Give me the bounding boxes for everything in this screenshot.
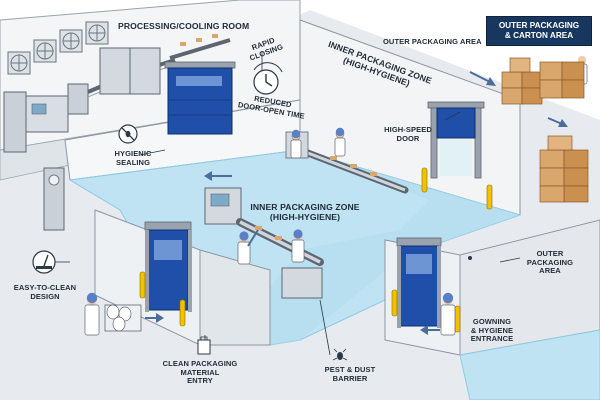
bag-icon	[197, 336, 211, 355]
worker-4	[291, 229, 305, 263]
fan-1	[7, 51, 31, 75]
easy-clean-line-2: DESIGN	[30, 291, 60, 301]
high-speed-door-top-right	[427, 101, 485, 179]
pest-icon	[332, 348, 348, 361]
outer-carton-title-box: OUTER PACKAGING & CARTON AREA	[486, 16, 592, 46]
cooling-fan-units	[7, 21, 109, 75]
high-speed-door-line-1: HIGH-SPEED	[384, 125, 432, 134]
outer-right-floor	[459, 329, 600, 400]
outer-area-right-line-3: AREA	[539, 266, 561, 276]
gowning-line-3: ENTRANCE	[470, 334, 514, 344]
leader-high-speed	[444, 111, 461, 121]
squeegee-icon	[32, 250, 56, 274]
outer-area-top-label: OUTER PACKAGING AREA	[383, 37, 482, 46]
clean-material-line-1: CLEAN PACKAGING	[162, 359, 238, 368]
carton-stacks	[501, 57, 589, 203]
fan-2	[33, 39, 57, 63]
worker-1	[290, 129, 302, 159]
outer-carton-line-1: OUTER PACKAGING	[498, 20, 580, 30]
carton-stack-1	[501, 57, 543, 105]
gowning-line-2: & HYGIENE	[470, 325, 514, 335]
leader-pest	[319, 299, 331, 356]
processing-room-label: PROCESSING/COOLING ROOM	[118, 21, 250, 31]
inner-zone-center-line-1: INNER PACKAGING ZONE	[250, 202, 360, 212]
easy-clean-line-1: EASY-TO-CLEAN	[13, 283, 77, 292]
pest-barrier-label: PEST & DUST BARRIER	[318, 365, 382, 383]
safety-bollards	[139, 167, 493, 333]
easy-clean-label: EASY-TO-CLEAN DESIGN	[10, 283, 80, 301]
arrowhead-2	[156, 313, 164, 323]
flow-arrows	[145, 71, 568, 335]
outer-area-marker-icon	[468, 256, 472, 260]
outer-carton-line-2: & CARTON AREA	[504, 31, 574, 40]
clean-material-label: CLEAN PACKAGING MATERIAL ENTRY	[158, 359, 242, 386]
pest-barrier-line-2: BARRIER	[332, 373, 368, 383]
carton-stack-3	[539, 135, 589, 203]
leader-outer	[499, 257, 521, 263]
material-cart	[104, 304, 142, 332]
arrowhead-3	[420, 325, 428, 335]
workers	[84, 56, 588, 336]
worker-5	[84, 292, 100, 336]
clean-material-line-2: MATERIAL	[180, 367, 220, 377]
fan-4	[85, 21, 109, 45]
no-pest-icon	[118, 124, 138, 144]
hygienic-sealing-line-2: SEALING	[115, 157, 151, 167]
high-speed-door-top-left	[164, 61, 236, 135]
arrowhead-5	[558, 119, 568, 127]
clean-material-line-3: ENTRY	[187, 376, 213, 386]
arrowhead-1	[204, 171, 212, 181]
gowning-label: GOWNING & HYGIENE ENTRANCE	[460, 317, 524, 344]
processing-machines	[3, 34, 231, 231]
packaging-conveyor-center	[204, 187, 324, 299]
high-speed-door-right	[396, 237, 442, 328]
high-speed-door-label: HIGH-SPEED DOOR	[378, 125, 438, 143]
outer-area-right-label: OUTER PACKAGING AREA	[520, 249, 580, 276]
clock-icon	[253, 62, 283, 95]
leader-hygienic	[139, 149, 166, 156]
fan-3	[59, 29, 83, 53]
outer-area-right-line-1: OUTER	[536, 249, 564, 258]
worker-6	[440, 292, 456, 336]
high-speed-door-line-2: DOOR	[396, 133, 420, 143]
outer-area-right-line-2: PACKAGING	[526, 257, 574, 267]
worker-3	[237, 231, 251, 265]
arrow-center-down	[247, 229, 259, 247]
arrowhead-4	[486, 77, 496, 86]
hygienic-sealing-line-1: HYGIENIC	[114, 149, 152, 158]
inner-zone-center-line-2: (HIGH-HYGIENE)	[269, 211, 341, 222]
high-speed-door-left	[144, 221, 192, 312]
hygienic-sealing-label: HYGIENIC SEALING	[108, 149, 158, 167]
carton-stack-2	[539, 61, 585, 99]
arrow-outer-right	[547, 117, 563, 125]
arrow-outer-top	[469, 71, 491, 83]
pest-barrier-line-1: PEST & DUST	[324, 365, 376, 374]
inner-zone-center-label: INNER PACKAGING ZONE (HIGH-HYGIENE)	[250, 202, 360, 223]
worker-2	[334, 127, 346, 157]
gowning-line-1: GOWNING	[472, 317, 512, 326]
